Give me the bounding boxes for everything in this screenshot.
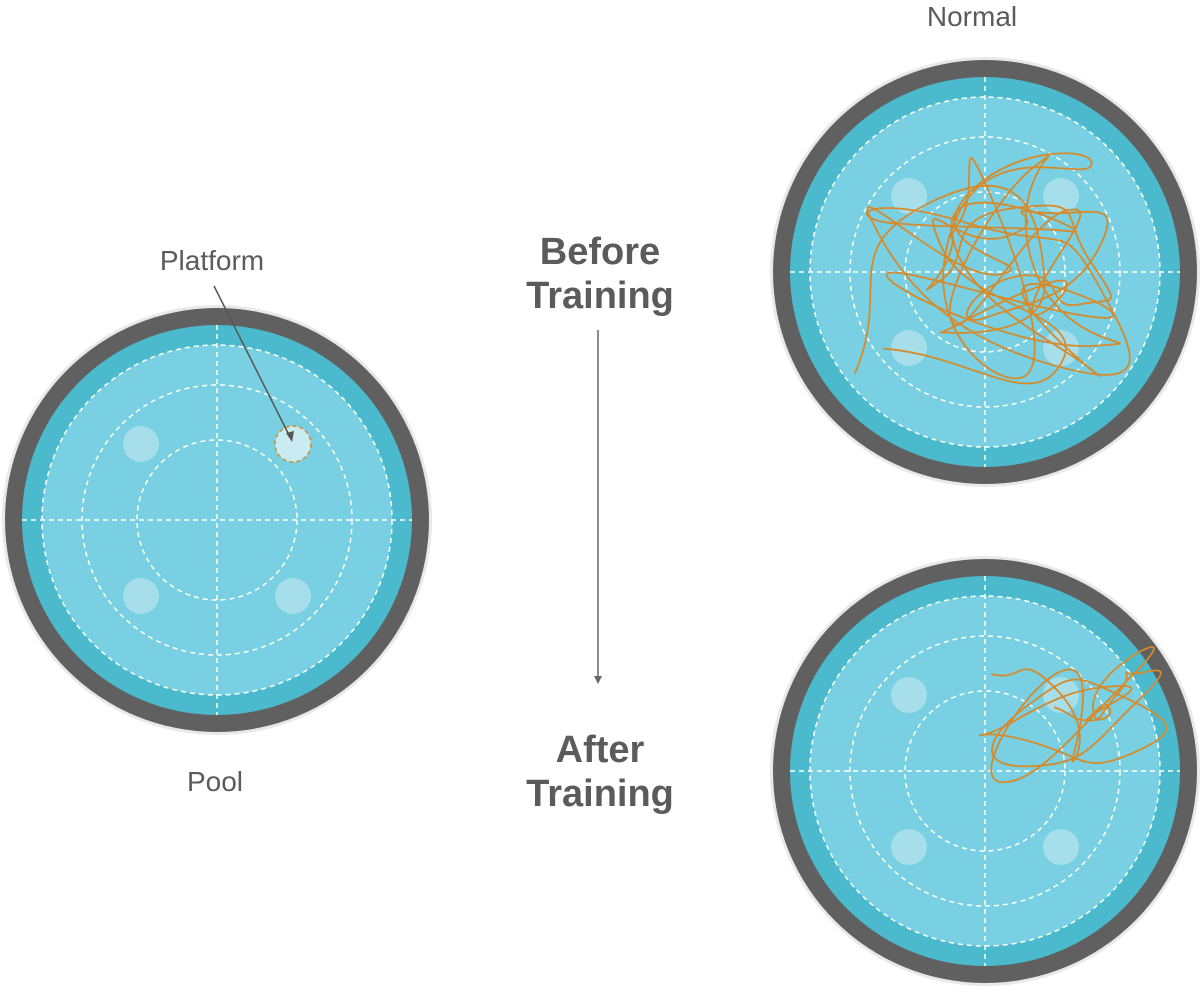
pool-before-training — [770, 57, 1200, 487]
platform-pointer-line — [213, 285, 291, 438]
pool-label: Pool — [186, 766, 244, 797]
quadrant-ring — [81, 384, 353, 656]
platform-position-spot — [123, 578, 159, 614]
hidden-platform — [274, 425, 312, 463]
pool-diagram — [2, 305, 432, 735]
platform-label: Platform — [159, 245, 265, 276]
platform-position-spot — [1043, 178, 1079, 214]
platform-position-spot — [891, 330, 927, 366]
platform-position-spot — [1043, 829, 1079, 865]
platform-position-spot — [891, 829, 927, 865]
platform-position-spot — [891, 178, 927, 214]
swim-path-before-training — [854, 152, 1131, 385]
quadrant-ring — [849, 635, 1121, 907]
normal-label: Normal — [926, 1, 1018, 32]
after-line2: Training — [526, 773, 674, 815]
pool-after-training — [770, 556, 1200, 986]
platform-pointer-arrowhead — [286, 431, 294, 442]
before-line1: Before — [539, 231, 661, 273]
before-training-heading: Before Training — [526, 230, 674, 318]
before-line2: Training — [526, 275, 674, 317]
swim-path-after-training — [979, 646, 1168, 784]
platform-position-spot — [891, 677, 927, 713]
platform-position-spot — [275, 578, 311, 614]
timeline-arrowhead — [594, 676, 602, 684]
after-line1: After — [555, 729, 645, 771]
platform-position-spot — [123, 426, 159, 462]
after-training-heading: After Training — [526, 728, 674, 816]
quadrant-ring — [849, 136, 1121, 408]
